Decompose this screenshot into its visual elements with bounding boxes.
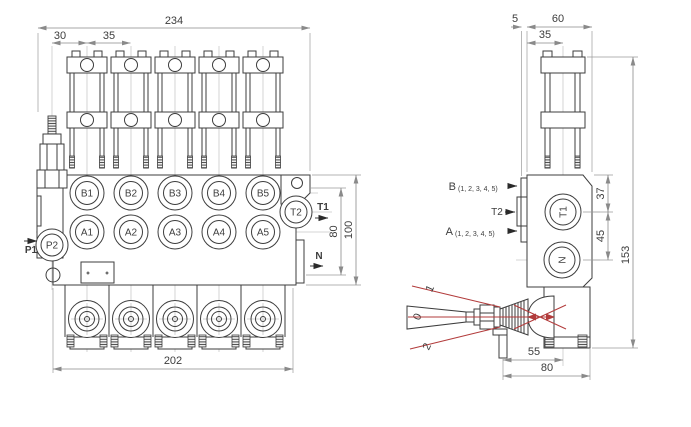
dim-base-width: 202 [164,355,182,367]
flow-label-p1: P1 [25,245,38,256]
port-label-b3: B3 [169,189,182,200]
side-label-a-ports: (1, 2, 3, 4, 5) [455,231,495,238]
side-label-b-ports: (1, 2, 3, 4, 5) [458,186,498,193]
flow-label-n: N [315,251,322,262]
port-label-b5: B5 [257,189,270,200]
port-label-n-side: N [558,256,569,263]
valve-body-side: T1 N [516,174,593,288]
side-label-a: A [446,226,454,238]
port-label-b2: B2 [125,189,138,200]
lever-pos2-label: 2 [421,341,434,352]
nameplate [80,261,115,284]
flow-label-t1: T1 [317,202,329,213]
nameplate-rivets [86,271,109,275]
dim-top-to-t1: 37 [595,187,607,199]
side-label-b: B [449,181,456,193]
side-port-labels: B (1, 2, 3, 4, 5) T2 A (1, 2, 3, 4, 5) [446,181,518,238]
port-label-a4: A4 [213,228,226,239]
port-label-a5: A5 [257,228,270,239]
lever-travel-arrow-left-icon [527,313,536,321]
port-label-p2: P2 [46,241,59,252]
lever-travel-lines: 1 2 [408,283,567,352]
port-label-b1: B1 [81,189,94,200]
port-label-a2: A2 [125,228,138,239]
lever-travel-arrow-right-icon [546,313,555,321]
side-label-t2: T2 [491,207,503,218]
dim-t1-to-n: 45 [595,230,607,242]
front-flow-arrows: P1 T1 N [24,202,329,270]
dim-block-offset: 5 [512,13,518,25]
dim-pin-to-edge: 80 [541,362,553,374]
dim-cap-width: 35 [539,29,551,41]
dim-section-pitch: 35 [103,30,115,42]
front-ports: B1 B2 B3 B4 B5 A1 A2 A3 A4 A5 P2 T2 [35,175,313,262]
dim-pin-to-center: 55 [528,346,540,358]
dim-body-depth: 60 [552,13,564,25]
dim-side-total-height: 153 [620,246,632,264]
front-view: B1 B2 B3 B4 B5 A1 A2 A3 A4 A5 P2 T2 P1 T… [24,15,361,373]
dim-port-height: 80 [328,225,340,237]
side-tower [540,50,586,169]
side-dimensions: 5 60 35 37 45 153 55 80 [502,13,638,380]
port-label-t2: T2 [290,208,302,219]
dim-total-height: 100 [343,221,355,239]
port-label-a1: A1 [81,228,94,239]
dim-total-width: 234 [165,15,183,27]
front-dimensions: 234 30 35 202 80 100 [37,15,361,373]
dim-first-pitch: 30 [54,30,66,42]
side-view: T1 N B (1, 2, 3, 4, 5) T2 A (1, 2, 3, 4,… [406,13,638,380]
port-label-b4: B4 [213,189,226,200]
lever-pin [498,334,508,359]
port-label-a3: A3 [169,228,182,239]
port-label-t1-side: T1 [559,206,570,218]
mounting-hole-top-right [291,177,303,189]
lever-pos1-label: 1 [424,283,437,294]
side-port-t2-block [516,196,528,227]
mounting-hole-bottom-left [45,267,61,283]
